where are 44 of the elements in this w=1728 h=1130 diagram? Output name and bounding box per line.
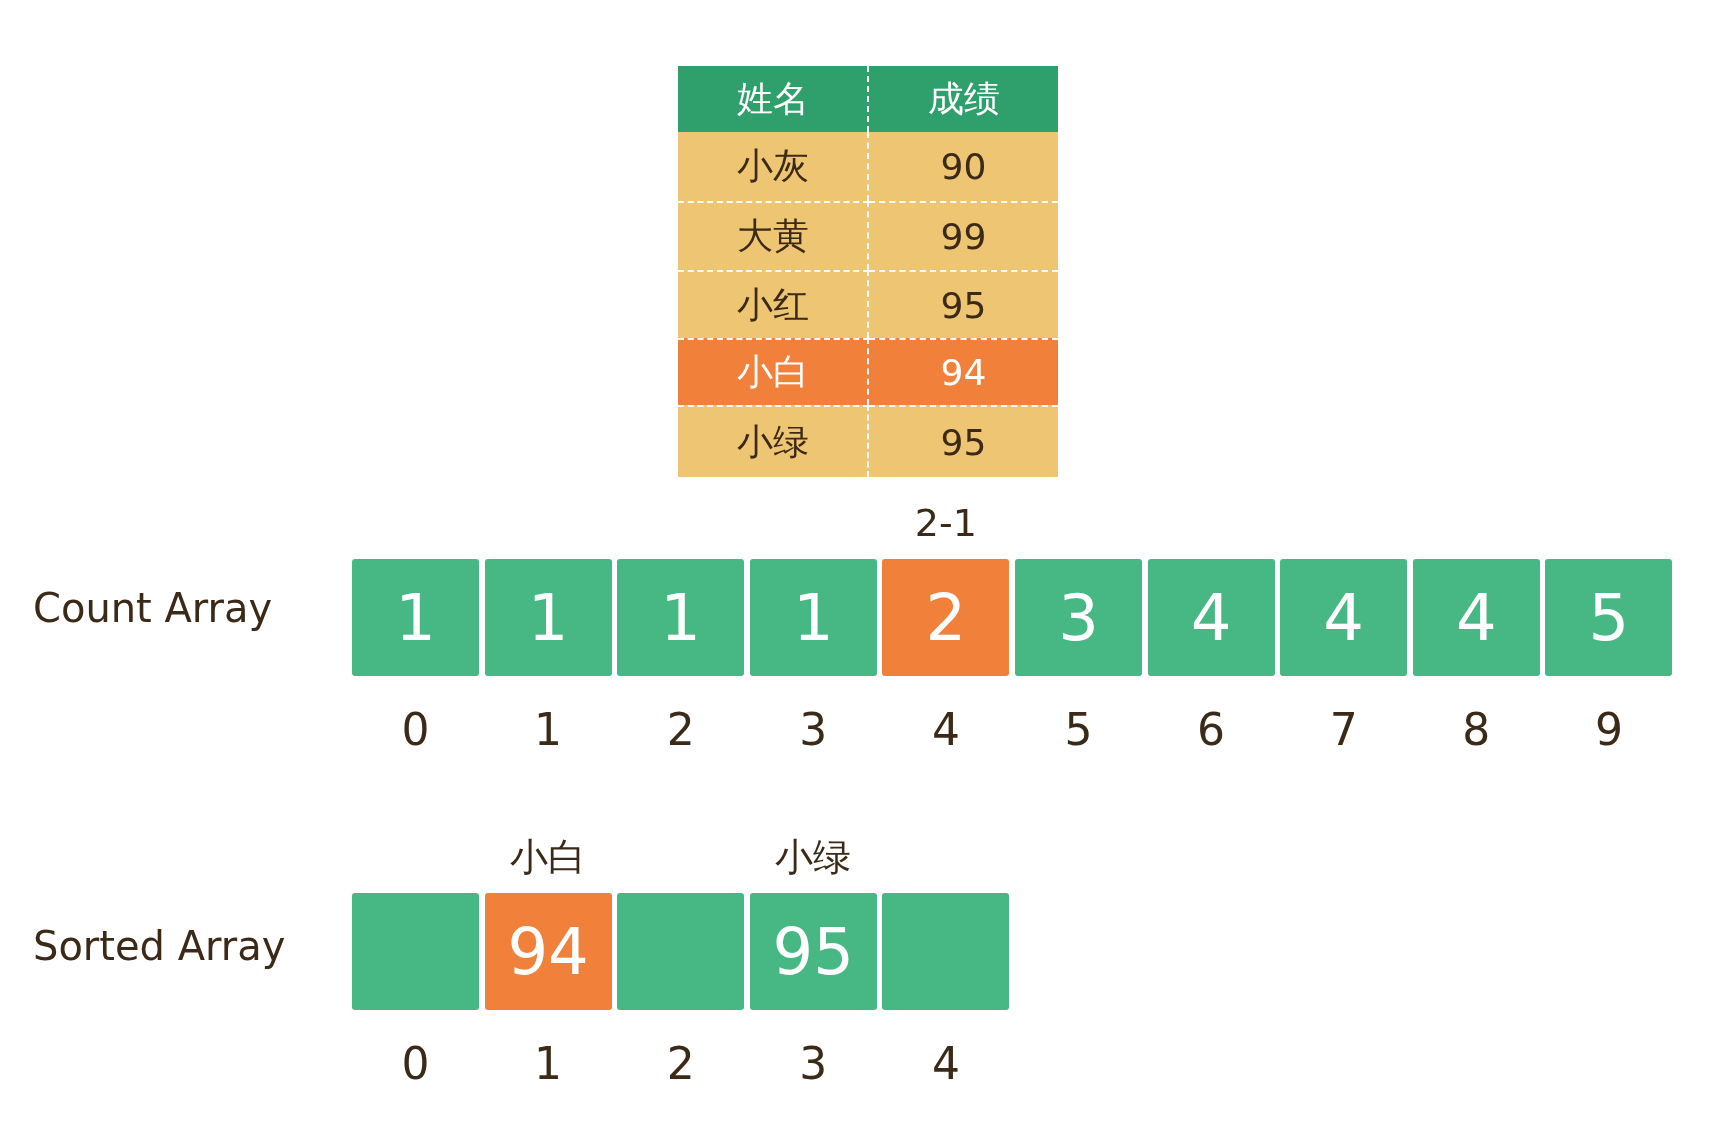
cell-value: 3 <box>1057 582 1100 653</box>
cell-value: 1 <box>659 582 703 653</box>
index-number: 0 <box>400 706 431 755</box>
cell-value: 5 <box>1587 582 1631 653</box>
score-cell: 90 <box>869 132 1058 201</box>
name-cell: 小灰 <box>678 132 869 201</box>
score-cell: 99 <box>869 201 1058 270</box>
index-number: 3 <box>798 706 829 755</box>
cell-value: 2 <box>924 582 968 653</box>
cell-value: 1 <box>791 582 835 653</box>
index-number: 2 <box>665 706 696 755</box>
cell-value: 95 <box>771 916 855 987</box>
array-title: Sorted Array <box>33 924 286 968</box>
cell-value: 4 <box>1454 582 1498 653</box>
annotation-text: 2-1 <box>913 503 978 545</box>
index-number: 9 <box>1593 706 1624 755</box>
index-number: 0 <box>400 1040 431 1089</box>
cell-value: 4 <box>1189 582 1233 653</box>
index-number: 6 <box>1196 706 1227 755</box>
cell-value: 94 <box>506 916 590 987</box>
index-number: 4 <box>930 1040 961 1089</box>
score-cell: 95 <box>869 270 1058 338</box>
cell-value: 1 <box>526 582 570 653</box>
name-cell: 小红 <box>678 270 869 338</box>
column-header: 成绩 <box>869 66 1058 132</box>
index-number: 7 <box>1328 706 1359 755</box>
index-number: 1 <box>533 706 564 755</box>
column-header: 姓名 <box>678 66 869 132</box>
index-number: 5 <box>1063 706 1094 755</box>
index-number: 1 <box>533 1040 564 1089</box>
array-title: Count Array <box>33 586 273 630</box>
index-number: 3 <box>798 1040 829 1089</box>
cell-value: 1 <box>394 582 437 653</box>
score-cell: 95 <box>869 405 1058 477</box>
name-cell: 小白 <box>678 338 869 405</box>
name-cell: 大黄 <box>678 201 869 270</box>
annotation-text: 小白 <box>509 837 588 879</box>
annotation-text: 小绿 <box>774 837 853 879</box>
index-number: 2 <box>665 1040 696 1089</box>
index-number: 4 <box>930 706 961 755</box>
score-cell: 94 <box>869 338 1058 405</box>
name-cell: 小绿 <box>678 405 869 477</box>
cell-value: 4 <box>1322 582 1366 653</box>
index-number: 8 <box>1461 706 1492 755</box>
